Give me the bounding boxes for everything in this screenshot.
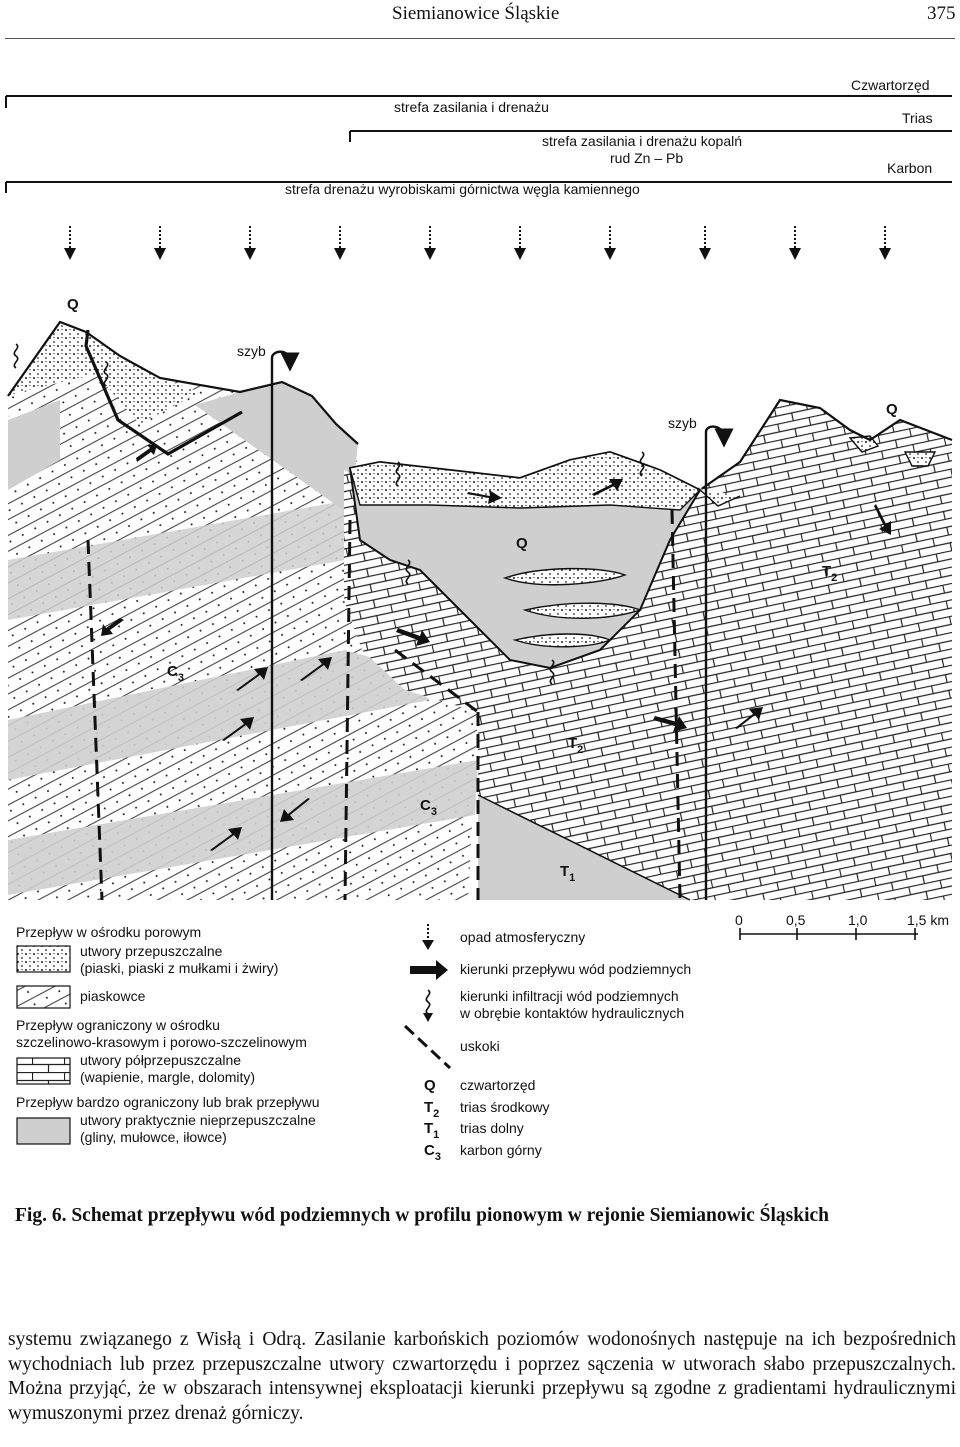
legend-semi-2: (wapienie, margle, dolomity) (80, 1069, 255, 1085)
legend-permeable-2: (piaski, piaski z mułkami i żwiry) (80, 960, 278, 976)
legend-impermeable-1: utwory praktycznie nieprzepuszczalne (80, 1112, 316, 1128)
strat-symbol: C3 (424, 1142, 441, 1163)
legend-infiltration-2: w obrębie kontaktów hydraulicznych (459, 1005, 684, 1021)
figure-6-cross-section: Czwartorzęd Trias Karbon strefa zasilani… (5, 77, 953, 1163)
rain-arrow-head (334, 248, 346, 260)
legend-infiltration-1: kierunki infiltracji wód podziemnych (460, 988, 679, 1004)
legend-permeable-1: utwory przepuszczalne (80, 943, 223, 959)
legend-flow-direction: kierunki przepływu wód podziemnych (460, 961, 691, 977)
legend-rain-icon (422, 924, 434, 950)
cross-section: Q Q Q szyb szyb C3 C3 T2 T2 T1 (7, 296, 953, 901)
legend-flow-arrow-icon (410, 960, 448, 980)
strat-name: czwartorzęd (460, 1077, 535, 1093)
rain-arrow-head (789, 248, 801, 260)
legend-fissure-heading-1: Przepływ ograniczony w ośrodku (16, 1017, 220, 1033)
svg-text:C3: C3 (420, 797, 437, 818)
label-t2-center-sub: 2 (577, 744, 583, 756)
scale-bar: 0 0,5 1,0 1,5 km (735, 912, 949, 940)
scale-tick-label: 0,5 (786, 912, 806, 928)
zone-karbon: Karbon (887, 160, 932, 176)
rain-arrow-head (244, 248, 256, 260)
legend-swatch-sandstone (16, 985, 71, 1009)
svg-text:C3: C3 (167, 663, 184, 684)
strat-name: trias dolny (460, 1120, 524, 1136)
label-q-center: Q (516, 535, 528, 552)
label-c3-lower: C (420, 797, 431, 814)
legend-semi-1: utwory półprzepuszczalne (80, 1052, 241, 1068)
page-number: 375 (927, 3, 956, 24)
legend-sandstone: piaskowce (80, 988, 146, 1004)
zone-bars: Czwartorzęd Trias Karbon strefa zasilani… (5, 77, 952, 197)
label-q-right: Q (886, 401, 898, 418)
legend-swatch-permeable (16, 945, 71, 973)
zone-strefa-drenazu: strefa drenażu wyrobiskami górnictwa węg… (285, 181, 640, 197)
rain-arrow-head (699, 248, 711, 260)
label-t1-sub: 1 (569, 872, 575, 884)
zone-strefa-zasilania: strefa zasilania i drenażu (394, 99, 549, 115)
legend-faults: uskoki (460, 1038, 500, 1054)
legend-limited-heading: Przepływ bardzo ograniczony lub brak prz… (16, 1094, 319, 1110)
running-title: Siemianowice Śląskie (392, 3, 560, 24)
precipitation-arrows (64, 226, 891, 260)
rain-arrow-head (879, 248, 891, 260)
zone-strefa-kopaln-2: rud Zn – Pb (610, 150, 683, 166)
svg-text:T1: T1 (560, 863, 575, 884)
label-c3-upper-sub: 3 (178, 672, 184, 684)
label-c3-lower-sub: 3 (431, 806, 437, 818)
label-t1: T (560, 863, 569, 880)
legend-fault-icon (403, 1024, 452, 1070)
zone-strefa-kopaln-1: strefa zasilania i drenażu kopalń (542, 133, 742, 149)
rain-arrow-head (424, 248, 436, 260)
label-szyb-right: szyb (668, 415, 697, 431)
legend-porous-heading: Przepływ w ośrodku porowym (16, 924, 201, 940)
scale-tick-label: 0 (735, 912, 743, 928)
strat-name: trias środkowy (460, 1099, 549, 1115)
legend-precipitation: opad atmosferyczny (460, 929, 585, 945)
label-szyb-left: szyb (237, 343, 266, 359)
figure-caption: Fig. 6. Schemat przepływu wód podziemnyc… (15, 1205, 829, 1226)
rain-arrow-head (154, 248, 166, 260)
label-q-left: Q (67, 296, 79, 313)
body-paragraph-text: systemu związanego z Wisłą i Odrą. Zasil… (8, 1329, 956, 1424)
strat-symbol: T1 (424, 1120, 439, 1141)
legend-impermeable-2: (gliny, mułowce, iłowce) (80, 1129, 227, 1145)
header-rule (5, 38, 955, 39)
rain-arrow-head (514, 248, 526, 260)
rain-arrow-head (64, 248, 76, 260)
label-t2-right-sub: 2 (831, 572, 837, 584)
legend: Przepływ w ośrodku porowym utwory przepu… (16, 912, 949, 1163)
zone-czwartorzed: Czwartorzęd (851, 77, 930, 93)
legend-swatch-impermeable (16, 1117, 71, 1145)
legend-fissure-heading-2: szczelinowo-krasowym i porowo-szczelinow… (16, 1034, 307, 1050)
svg-text:T2: T2 (822, 563, 837, 584)
zone-trias: Trias (902, 110, 933, 126)
strat-symbol: Q (424, 1077, 436, 1094)
scale-tick-label: 1,5 km (907, 912, 949, 928)
body-paragraph: systemu związanego z Wisłą i Odrą. Zasil… (8, 1328, 956, 1426)
strat-symbol: T2 (424, 1099, 439, 1120)
strat-name: karbon górny (460, 1142, 542, 1158)
legend-infiltration-icon (423, 989, 433, 1022)
svg-text:T2: T2 (568, 735, 583, 756)
rain-arrow-head (604, 248, 616, 260)
label-t2-right: T (822, 563, 831, 580)
label-t2-center: T (568, 735, 577, 752)
legend-swatch-semi (16, 1057, 71, 1085)
scale-tick-label: 1,0 (848, 912, 868, 928)
label-c3-upper: C (167, 663, 178, 680)
